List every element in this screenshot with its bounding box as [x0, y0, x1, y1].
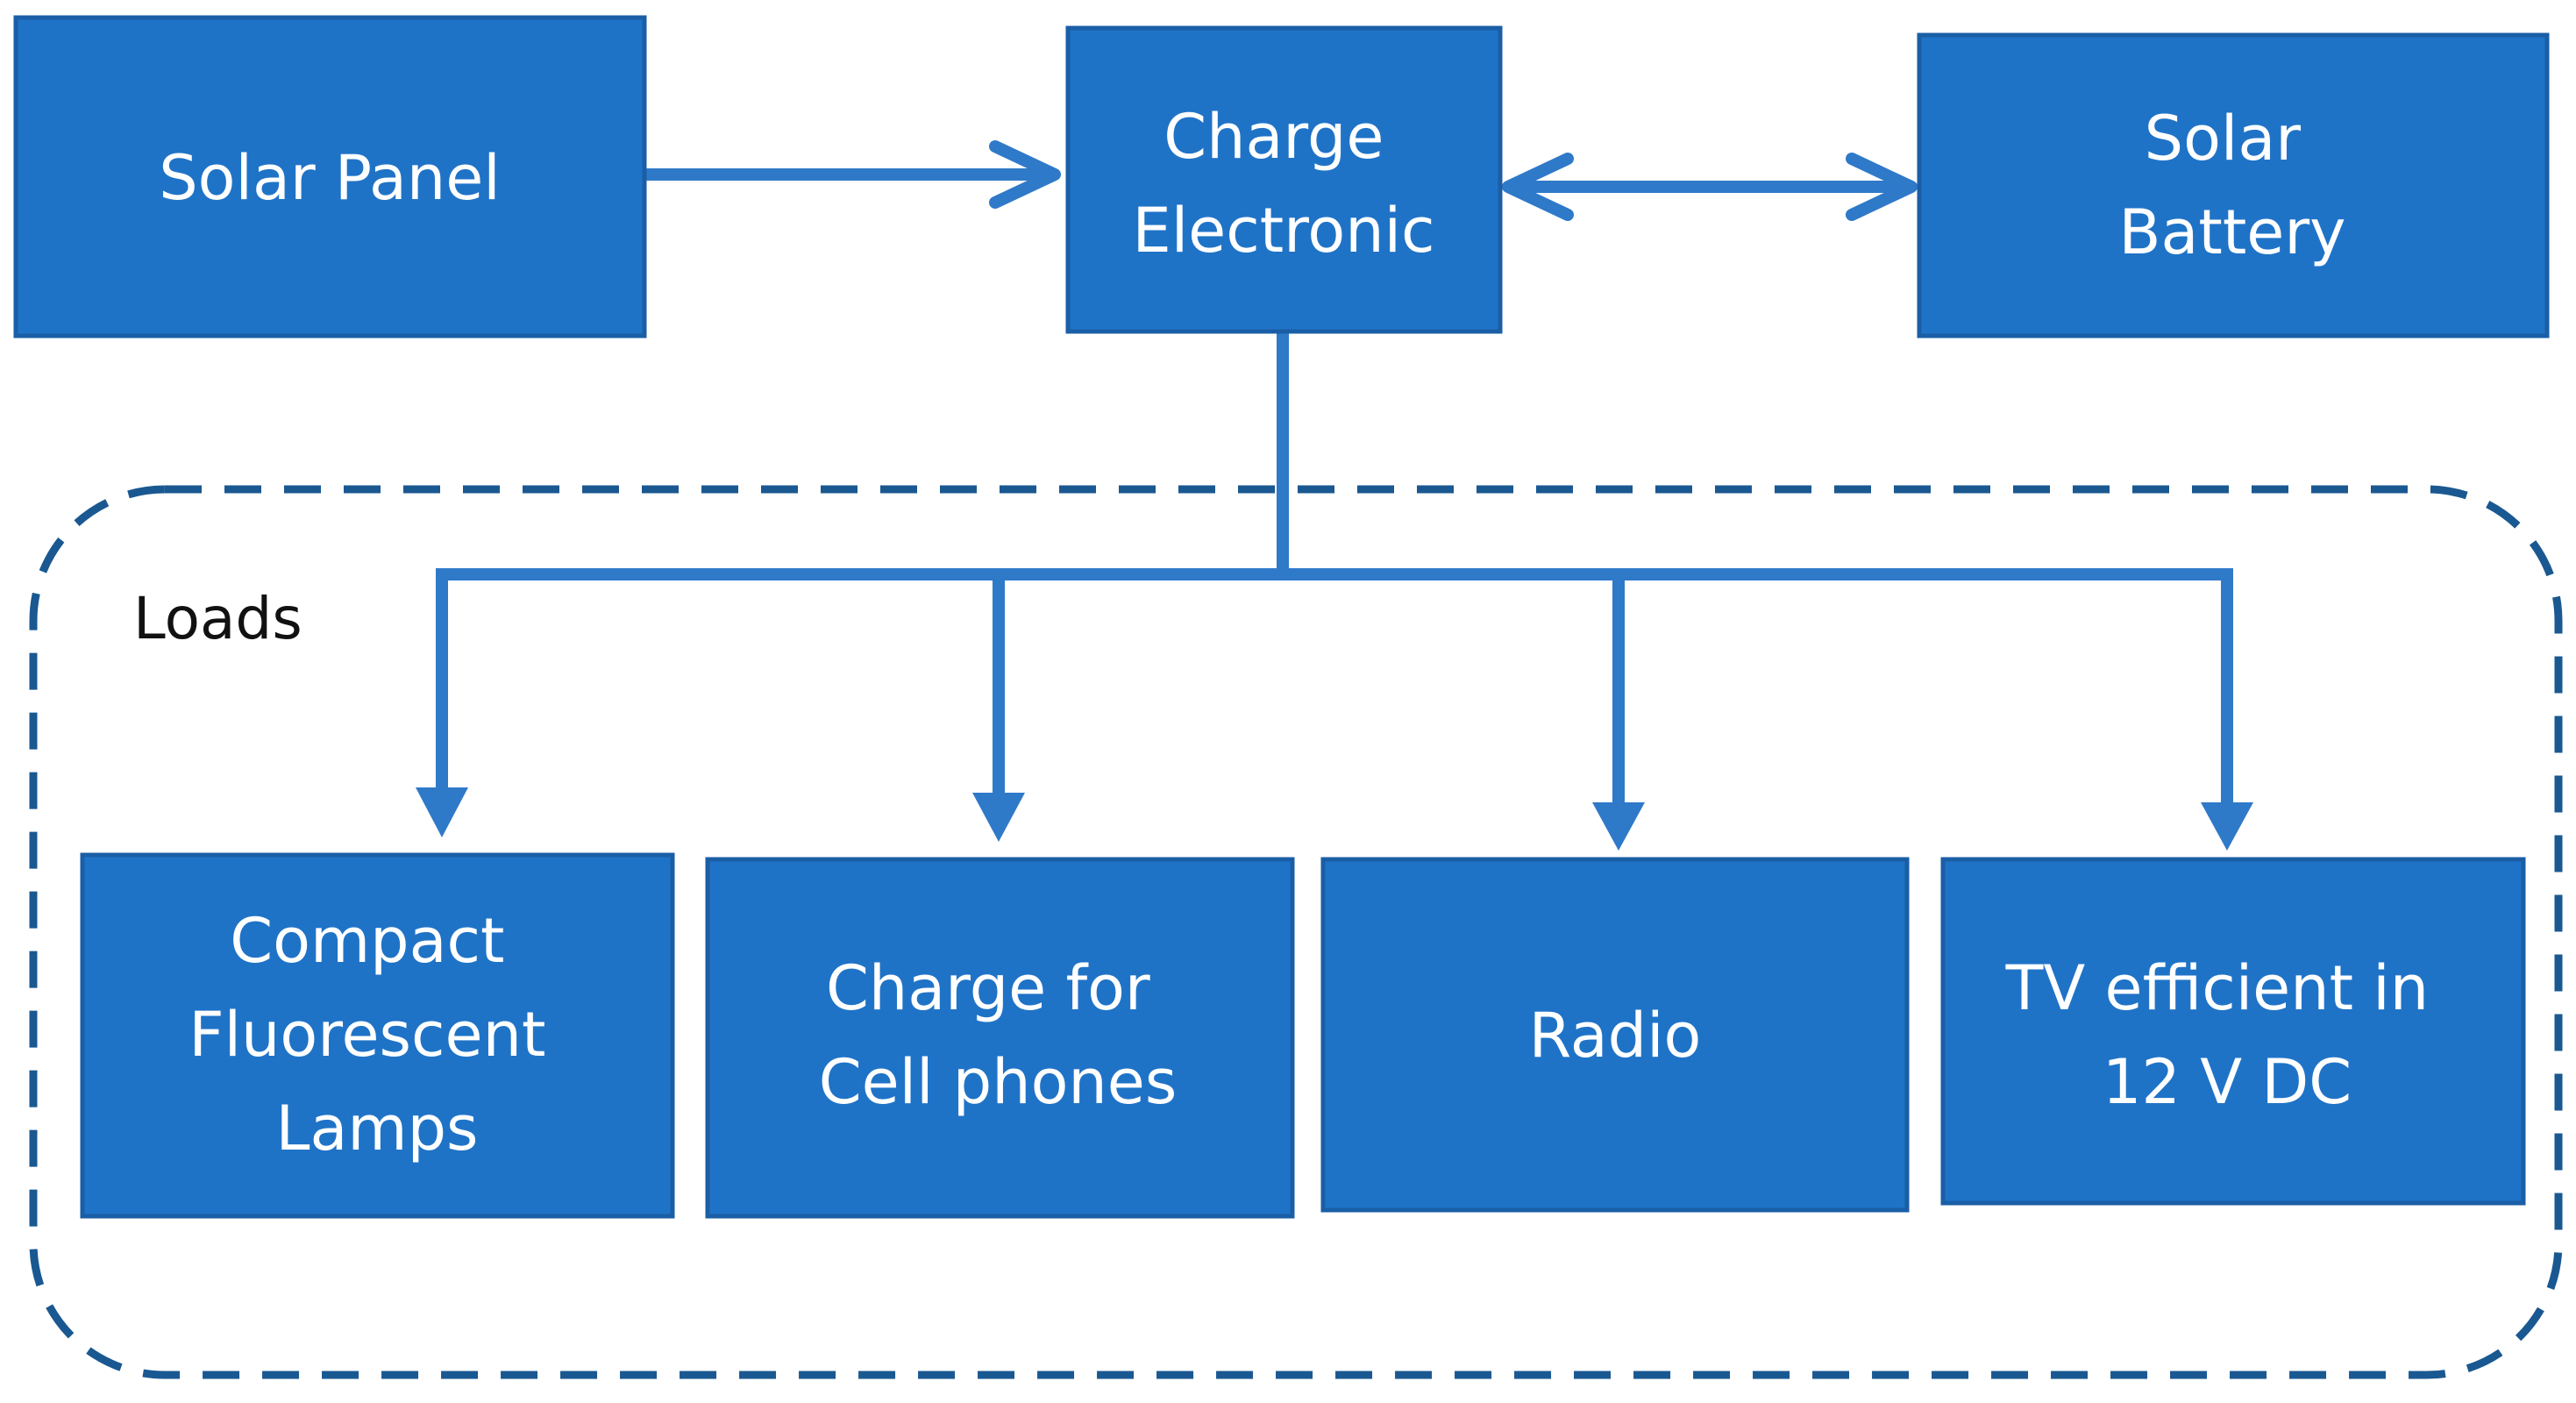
node-solar-battery: Solar Battery [1917, 32, 2550, 338]
cfl-box [80, 852, 675, 1219]
node-cell-phones: Charge for Cell phones [705, 857, 1295, 1219]
cell-phones-label-line-2: Cell phones [819, 1046, 1178, 1118]
panel-to-charger-arrowhead [989, 140, 1061, 209]
cfl-label-line-1: Compact [230, 905, 504, 977]
branch-arrowhead-cfl [416, 787, 468, 837]
cfl-label: Compact Fluorescent Lamps [189, 905, 565, 1164]
charger-battery-arrowhead-right [1846, 153, 1918, 221]
tv-label-line-1: TV efficient in [2005, 952, 2430, 1024]
cell-phones-box [705, 857, 1295, 1219]
node-tv: TV efficient in 12 V DC [1940, 857, 2526, 1206]
tv-label-line-2: 12 V DC [2103, 1046, 2352, 1118]
branch-arrowhead-cell-phones [972, 793, 1025, 842]
solar-panel-box [13, 15, 647, 338]
charge-electronic-label: Charge Electronic [1132, 101, 1434, 267]
node-radio: Radio [1320, 857, 1910, 1213]
cfl-label-line-2: Fluorescent [189, 999, 545, 1071]
charger-battery-arrowhead-left [1502, 153, 1574, 221]
solar-battery-label: Solar Battery [2118, 103, 2345, 268]
charge-electronic-box [1065, 25, 1503, 334]
radio-box [1320, 857, 1910, 1213]
cell-phones-label-line-1: Charge for [826, 952, 1150, 1024]
node-cfl: Compact Fluorescent Lamps [80, 852, 675, 1219]
cell-phones-label: Charge for Cell phones [819, 952, 1178, 1118]
branch-arrowhead-radio [1592, 802, 1645, 851]
cfl-label-line-3: Lamps [276, 1093, 479, 1164]
loads-group-label: Loads [133, 585, 302, 652]
node-solar-panel: Solar Panel [13, 15, 647, 338]
loads-group-border [29, 485, 2563, 1379]
branch-arrowhead-tv [2201, 802, 2253, 851]
node-charge-electronic: Charge Electronic [1065, 25, 1503, 334]
solar-battery-box [1917, 32, 2550, 338]
charge-electronic-label-line-2: Electronic [1132, 195, 1434, 267]
solar-battery-label-line-2: Battery [2118, 196, 2345, 268]
tv-label: TV efficient in 12 V DC [2005, 952, 2449, 1118]
solar-panel-label: Solar Panel [159, 142, 500, 214]
solar-panel-label-line-1: Solar Panel [159, 142, 500, 214]
solar-battery-label-line-1: Solar [2145, 103, 2302, 174]
radio-label: Radio [1529, 1000, 1702, 1072]
connectors [416, 140, 2253, 851]
radio-label-line-1: Radio [1529, 1000, 1702, 1072]
tv-box [1940, 857, 2526, 1206]
charge-electronic-label-line-1: Charge [1163, 101, 1384, 173]
